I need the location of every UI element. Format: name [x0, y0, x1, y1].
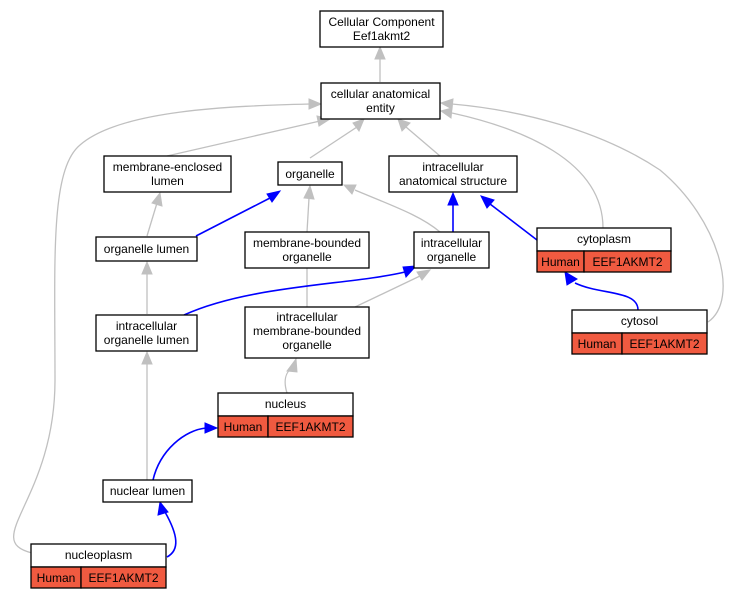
node-intracellular-organelle-lumen[interactable]: intracellular organelle lumen	[95, 314, 198, 352]
gene-label: EEF1AKMT2	[592, 255, 662, 269]
arrowhead	[342, 184, 357, 195]
species-label: Human	[578, 337, 617, 351]
gene-label: EEF1AKMT2	[629, 337, 699, 351]
edge-cytoplasm-to-cae	[451, 112, 604, 229]
node-cellular-anatomical-entity[interactable]: cellular anatomical entity	[320, 82, 441, 120]
species-label: Human	[541, 255, 580, 269]
node-label: organelle	[282, 338, 332, 352]
node-label: organelle lumen	[104, 333, 189, 347]
edge-cytoplasm-to-ias	[489, 203, 538, 241]
node-membrane-enclosed-lumen[interactable]: membrane-enclosed lumen	[103, 155, 232, 193]
node-title: cytoplasm	[577, 232, 631, 246]
node-nucleus[interactable]: nucleus Human EEF1AKMT2	[217, 392, 354, 438]
arrowhead	[157, 500, 169, 516]
node-label: organelle lumen	[104, 242, 189, 256]
arrowhead	[141, 260, 153, 275]
node-organelle-lumen[interactable]: organelle lumen	[95, 236, 198, 262]
gene-label: EEF1AKMT2	[275, 420, 345, 434]
edge-organelle-to-cae	[309, 126, 358, 159]
node-label: organelle	[282, 250, 332, 264]
node-label: anatomical structure	[399, 174, 507, 188]
arrowhead	[564, 271, 578, 286]
edge-cytosol-to-cae	[451, 103, 724, 323]
arrowhead	[402, 265, 418, 278]
node-nucleoplasm[interactable]: nucleoplasm Human EEF1AKMT2	[30, 543, 167, 589]
node-label: intracellular	[422, 160, 483, 174]
species-label: Human	[37, 571, 76, 585]
node-label: intracellular	[116, 319, 177, 333]
node-organelle[interactable]: organelle	[277, 161, 343, 186]
gene-cell	[80, 566, 167, 589]
node-title: nucleus	[265, 397, 306, 411]
node-label: lumen	[151, 174, 184, 188]
edge-mbo-to-organelle	[306, 197, 310, 233]
edge-ol-to-organelle	[195, 197, 271, 237]
edge-iol-to-io	[183, 271, 406, 316]
arrowhead	[439, 98, 454, 110]
node-label: membrane-enclosed	[113, 160, 222, 174]
gene-cell	[267, 415, 354, 438]
node-membrane-bounded-organelle[interactable]: membrane-bounded organelle	[244, 231, 370, 269]
node-label: intracellular	[421, 236, 482, 250]
node-label: intracellular	[276, 310, 337, 324]
gene-cell	[583, 250, 672, 273]
node-title: cytosol	[621, 314, 658, 328]
node-intracellular-organelle[interactable]: intracellular organelle	[413, 231, 490, 269]
node-cytoplasm[interactable]: cytoplasm Human EEF1AKMT2	[536, 227, 672, 273]
arrowhead	[141, 350, 153, 365]
arrowhead	[416, 269, 432, 281]
node-label: membrane-bounded	[253, 324, 361, 338]
arrowhead	[308, 98, 323, 110]
edge-cytosol-to-cytoplasm	[574, 282, 639, 311]
species-label: Human	[224, 420, 263, 434]
gene-cell	[621, 332, 708, 355]
arrowhead	[439, 107, 453, 119]
node-cytosol[interactable]: cytosol Human EEF1AKMT2	[571, 309, 708, 355]
edge-np-to-nl	[164, 511, 177, 558]
arrowhead	[303, 184, 315, 200]
node-label: cellular anatomical	[331, 87, 430, 101]
edge-io-to-organelle	[354, 189, 441, 233]
edge-ol-to-mel	[146, 202, 158, 237]
node-title: nucleoplasm	[65, 548, 132, 562]
arrowhead	[374, 45, 386, 60]
gene-label: EEF1AKMT2	[88, 571, 158, 585]
node-label: entity	[366, 101, 395, 115]
arrowhead	[480, 195, 495, 209]
arrowhead	[397, 118, 411, 132]
part-of-edges	[152, 190, 639, 558]
edge-imbo-to-io	[354, 275, 421, 308]
arrowhead	[204, 422, 219, 434]
node-root[interactable]: Cellular Component Eef1akmt2	[319, 10, 444, 48]
edge-mel-to-cae	[166, 120, 321, 157]
node-label: organelle	[427, 250, 477, 264]
is-a-edges	[13, 45, 724, 554]
node-label: organelle	[285, 167, 335, 181]
edge-nucleoplasm-to-cae	[13, 103, 311, 554]
arrowhead	[151, 191, 163, 207]
node-label: Eef1akmt2	[353, 29, 411, 43]
arrowhead	[266, 190, 282, 203]
node-label: nuclear lumen	[110, 484, 185, 498]
node-nuclear-lumen[interactable]: nuclear lumen	[102, 479, 193, 503]
arrowhead	[286, 357, 298, 373]
arrowhead	[352, 118, 365, 132]
edge-nl-to-nucleus	[152, 427, 207, 481]
node-label: Cellular Component	[328, 15, 435, 29]
node-intracellular-membrane-bounded-organelle[interactable]: intracellular membrane-bounded organelle	[244, 306, 370, 359]
node-label: membrane-bounded	[253, 236, 361, 250]
arrowhead	[447, 191, 459, 206]
edge-ias-to-cae	[405, 126, 441, 157]
node-intracellular-anatomical-structure[interactable]: intracellular anatomical structure	[388, 155, 518, 193]
